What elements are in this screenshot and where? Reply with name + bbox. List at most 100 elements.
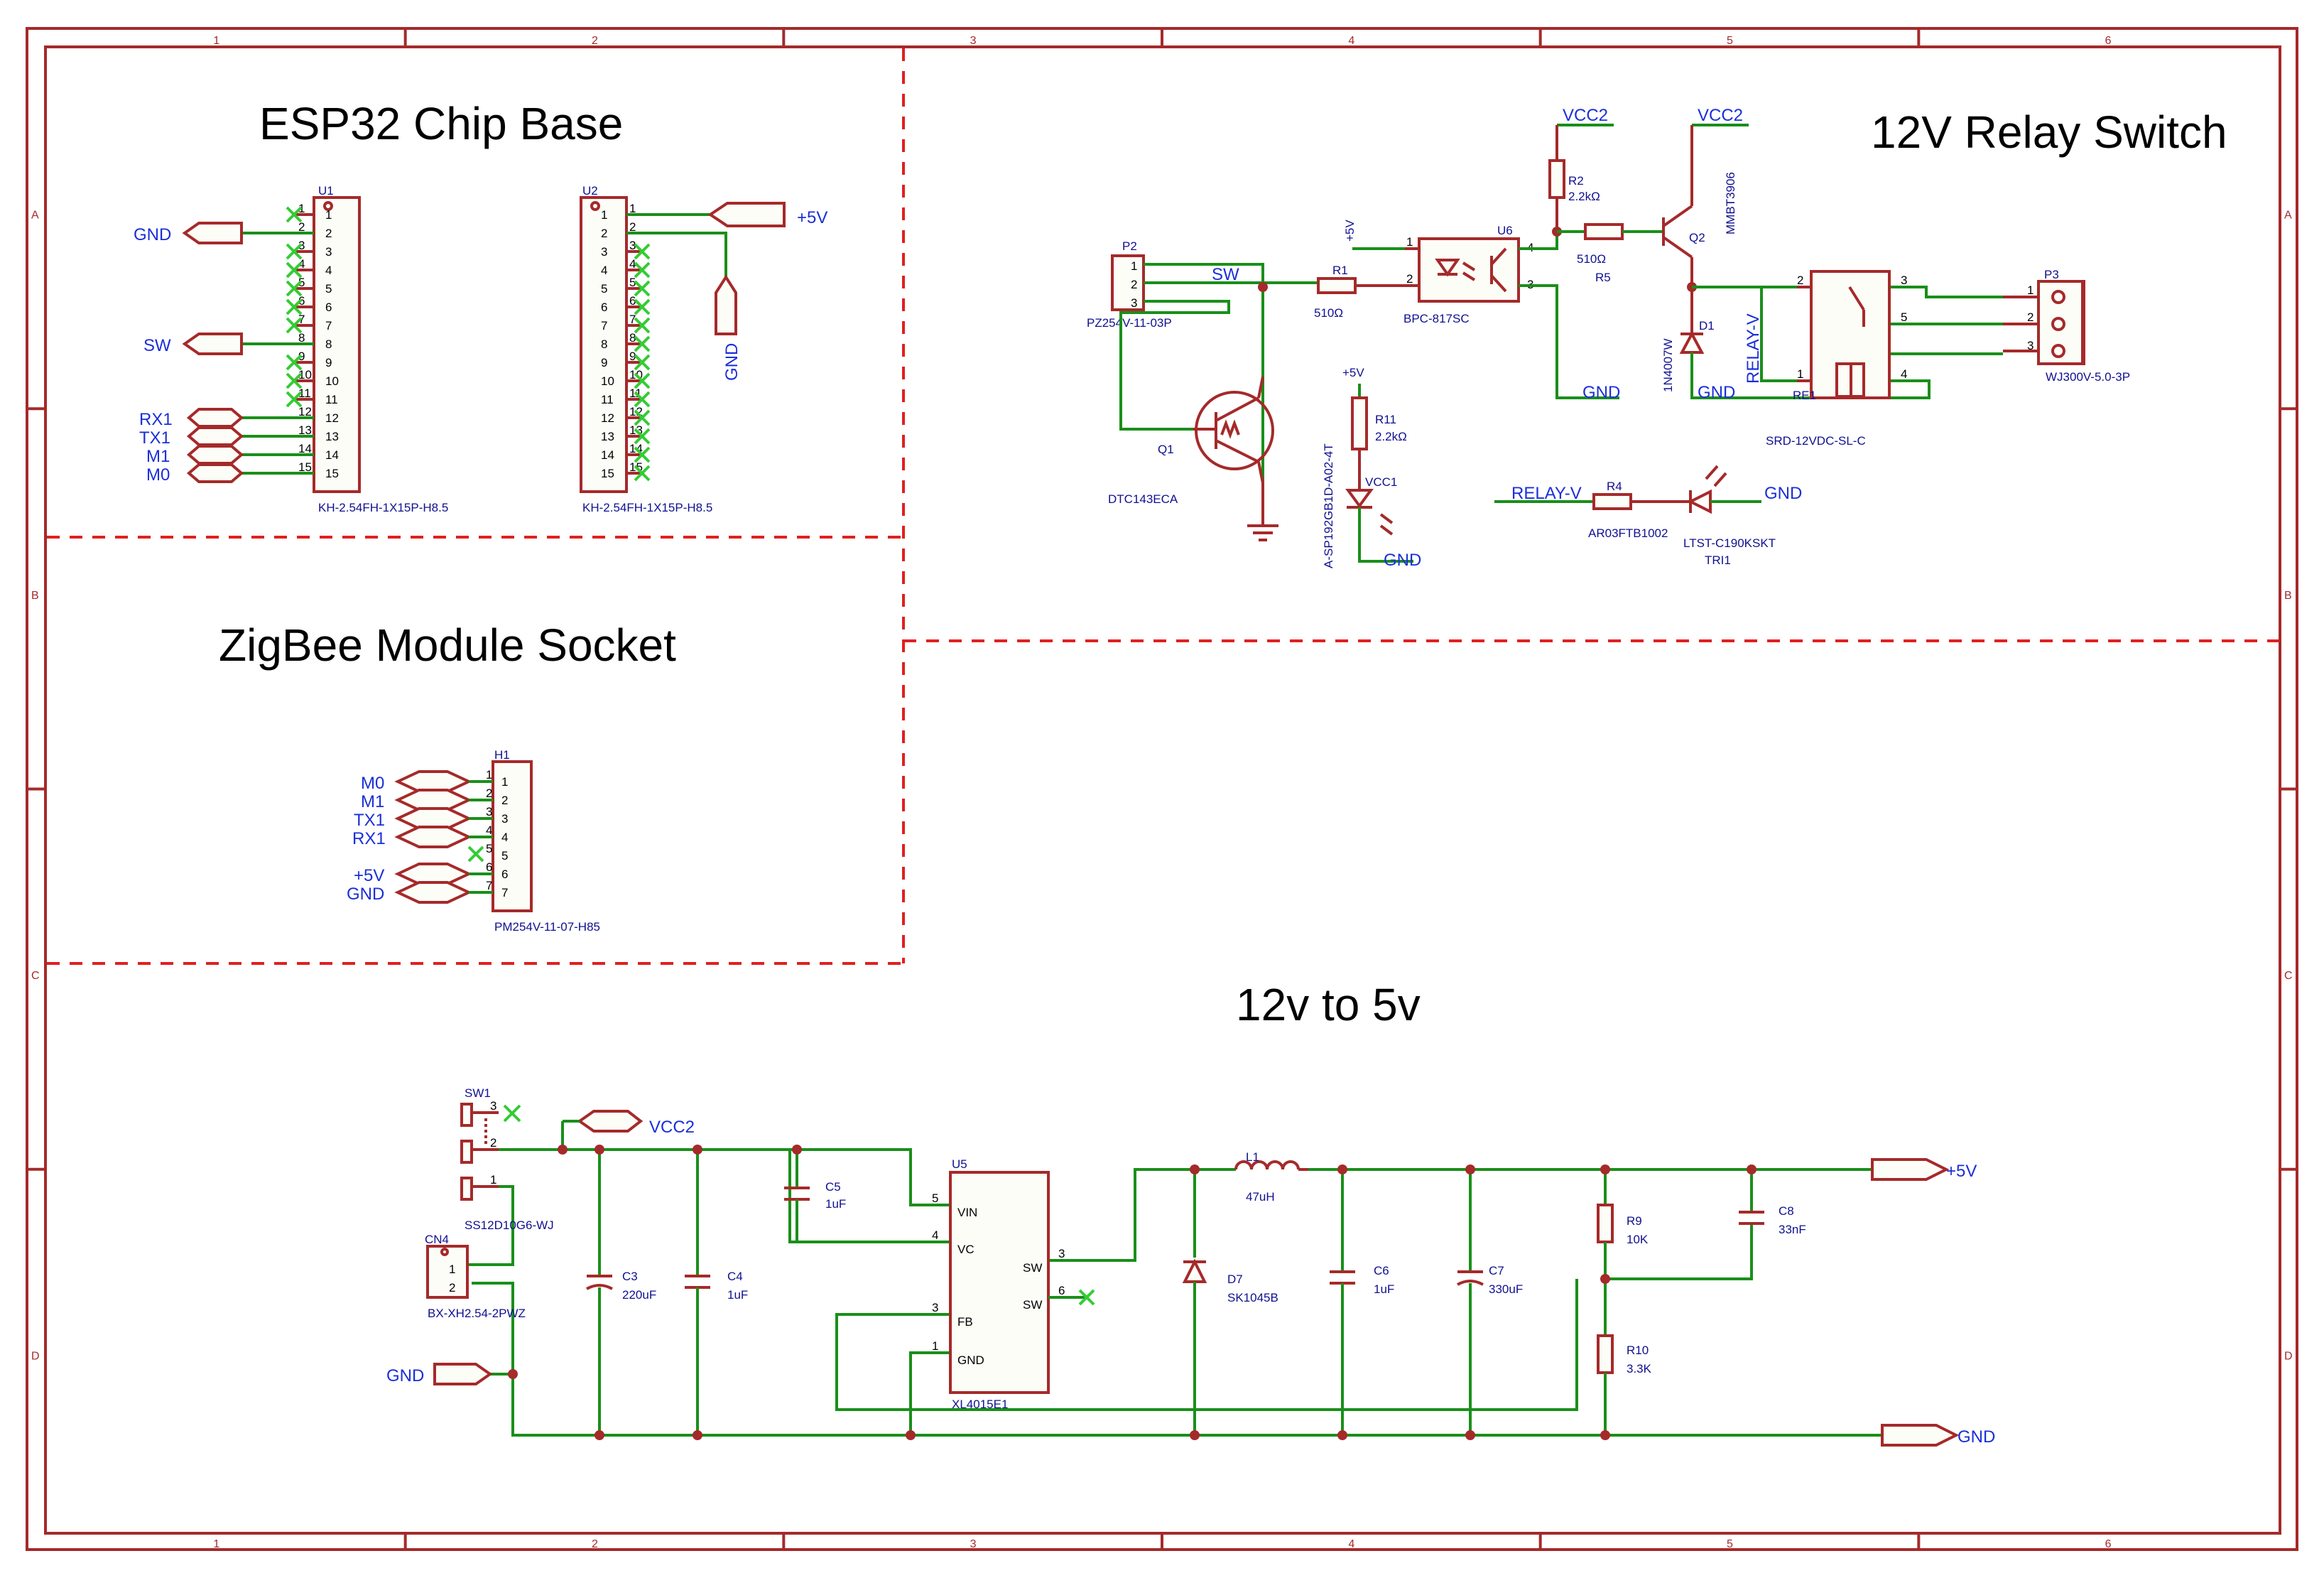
svg-text:GND: GND xyxy=(722,343,742,381)
zigbee-5v-label: +5V xyxy=(354,866,384,885)
d1-gnd-label: GND xyxy=(1698,383,1735,402)
pin-number: 11 xyxy=(298,387,311,400)
svg-text:33nF: 33nF xyxy=(1779,1223,1806,1236)
junction xyxy=(1337,1164,1347,1174)
pin-number: 1 xyxy=(325,208,332,222)
pin-number: 10 xyxy=(298,368,312,382)
pin-number: 1 xyxy=(486,768,492,782)
svg-text:3: 3 xyxy=(932,1301,938,1314)
svg-text:C4: C4 xyxy=(727,1270,743,1283)
u6-gnd-label: GND xyxy=(1582,383,1620,402)
pin-number: 7 xyxy=(486,879,492,892)
junction xyxy=(1190,1430,1200,1440)
u2-pins: 1122334455667788991010111112121313141415… xyxy=(601,202,651,482)
pin-number: 5 xyxy=(325,282,332,296)
pin-number: 7 xyxy=(601,319,607,333)
svg-text:1: 1 xyxy=(1406,235,1413,249)
pin-number: 5 xyxy=(629,276,636,289)
q2-transistor: VCC2 Q2 MMBT3906 xyxy=(1662,106,1749,292)
svg-text:TX1: TX1 xyxy=(139,428,170,448)
u1-header: U1 KH-2.54FH-1X15P-H8.5 1122334455667788… xyxy=(286,184,448,514)
svg-text:1: 1 xyxy=(1131,259,1137,273)
svg-text:FB: FB xyxy=(957,1315,973,1329)
svg-text:VCC2: VCC2 xyxy=(649,1118,695,1137)
zigbee-tx1-label: TX1 xyxy=(354,811,385,830)
svg-text:R5: R5 xyxy=(1595,271,1611,284)
svg-text:PZ254V-11-03P: PZ254V-11-03P xyxy=(1087,316,1172,330)
svg-text:RX1: RX1 xyxy=(139,410,173,429)
pin-number: 15 xyxy=(601,467,614,480)
p5v-output-port: +5V xyxy=(1871,1158,1977,1181)
c8-capacitor: C8 33nF xyxy=(1739,1169,1806,1236)
pin-number: 7 xyxy=(501,886,508,899)
svg-text:GND: GND xyxy=(957,1353,984,1367)
svg-text:SS12D10G6-WJ: SS12D10G6-WJ xyxy=(465,1218,554,1232)
pin-number: 2 xyxy=(501,794,508,807)
pin-number: 6 xyxy=(601,301,607,314)
svg-text:3: 3 xyxy=(1131,296,1137,310)
pin-number: 12 xyxy=(601,411,614,425)
junction xyxy=(693,1145,702,1155)
svg-text:+5V: +5V xyxy=(1343,220,1357,242)
svg-text:RE1: RE1 xyxy=(1793,389,1816,402)
pin-number: 3 xyxy=(629,239,636,252)
svg-text:+5V: +5V xyxy=(1342,366,1364,379)
junction xyxy=(508,1369,518,1379)
svg-text:SW: SW xyxy=(143,336,171,355)
svg-text:C7: C7 xyxy=(1489,1264,1504,1277)
pin-number: 10 xyxy=(601,374,614,388)
svg-text:+5V: +5V xyxy=(1946,1162,1977,1181)
svg-text:U5: U5 xyxy=(952,1157,967,1171)
svg-text:VC: VC xyxy=(957,1243,974,1256)
pin-number: 12 xyxy=(298,405,312,418)
svg-text:SW: SW xyxy=(1023,1298,1042,1312)
svg-text:LTST-C190KSKT: LTST-C190KSKT xyxy=(1683,536,1776,550)
svg-text:3: 3 xyxy=(490,1099,496,1113)
h1-pin5-noconnect xyxy=(467,845,484,863)
junction xyxy=(1258,282,1268,292)
relay-v-label: RELAY-V xyxy=(1744,313,1763,384)
svg-text:5: 5 xyxy=(932,1191,938,1205)
pin-number: 6 xyxy=(486,860,492,874)
zigbee-ports xyxy=(394,770,493,904)
power-junctions xyxy=(594,1145,1756,1440)
svg-text:SW1: SW1 xyxy=(465,1086,491,1100)
pin-number: 13 xyxy=(298,423,312,437)
pin-number: 4 xyxy=(501,831,508,844)
svg-text:TRI1: TRI1 xyxy=(1705,553,1731,567)
svg-text:WJ300V-5.0-3P: WJ300V-5.0-3P xyxy=(2046,370,2130,384)
pin-number: 1 xyxy=(629,202,636,215)
pin-number: 10 xyxy=(325,374,339,388)
junction xyxy=(1600,1164,1610,1174)
r4-tri1-indicator: R4 AR03FTB1002 LTST-C190KSKT TRI1 xyxy=(1494,465,1776,567)
pin-number: 8 xyxy=(601,337,607,351)
junction xyxy=(1465,1430,1475,1440)
svg-text:U2: U2 xyxy=(582,184,598,198)
ruler-column-label: 6 xyxy=(2105,35,2112,47)
svg-text:2: 2 xyxy=(1797,274,1803,287)
pin-number: 14 xyxy=(298,442,312,455)
ruler-column-label: 4 xyxy=(1348,35,1354,47)
led1-gnd-label: GND xyxy=(1384,551,1421,570)
pin-number: 12 xyxy=(325,411,339,425)
svg-text:GND: GND xyxy=(386,1366,424,1385)
cn4-connector: 1 2 CN4 BX-XH2.54-2PWZ xyxy=(425,1233,526,1320)
pin-number: 15 xyxy=(325,467,339,480)
gnd-port-u2: GND xyxy=(715,274,742,381)
svg-text:C8: C8 xyxy=(1779,1204,1794,1218)
junction xyxy=(1600,1430,1610,1440)
svg-text:R1: R1 xyxy=(1332,264,1348,277)
svg-text:L1: L1 xyxy=(1246,1150,1259,1164)
pin-number: 8 xyxy=(325,337,332,351)
svg-text:AR03FTB1002: AR03FTB1002 xyxy=(1588,526,1668,540)
ruler-row-label: A xyxy=(2284,210,2292,222)
svg-text:220uF: 220uF xyxy=(622,1288,656,1302)
svg-text:510Ω: 510Ω xyxy=(1314,306,1343,320)
svg-text:H1: H1 xyxy=(494,748,510,762)
svg-text:1: 1 xyxy=(449,1263,455,1276)
tri1-gnd-label: GND xyxy=(1764,484,1802,503)
junction xyxy=(693,1430,702,1440)
pin-number: 4 xyxy=(629,257,636,271)
